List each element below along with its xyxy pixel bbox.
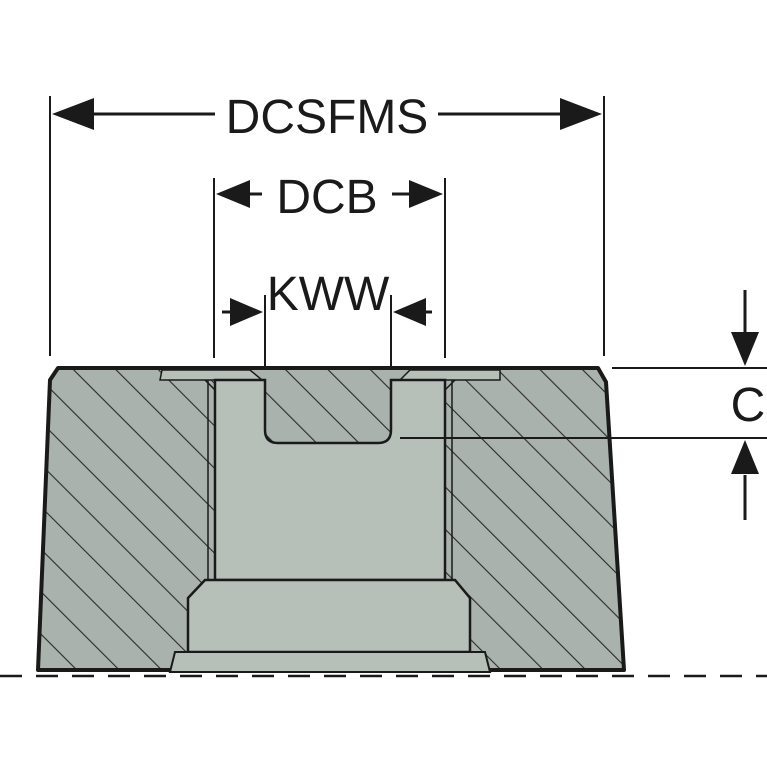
dimension-kww: KWW [222,268,432,368]
bore-chamfer-left [204,379,216,391]
counterbore-step [186,578,472,654]
top-chamfer-right [398,369,501,381]
label-dcsfms: DCSFMS [226,91,429,144]
label-dcb: DCB [276,171,377,224]
bottom-relief [168,651,492,673]
label-kww: KWW [267,268,390,321]
top-chamfer-left [159,369,265,381]
dimension-dcb: DCB [213,171,446,358]
dimension-c: C [400,290,767,520]
label-c: C [731,379,766,432]
dimension-dcsfms: DCSFMS [49,91,605,356]
bore-chamfer-right [444,379,456,391]
central-bore [213,378,447,582]
